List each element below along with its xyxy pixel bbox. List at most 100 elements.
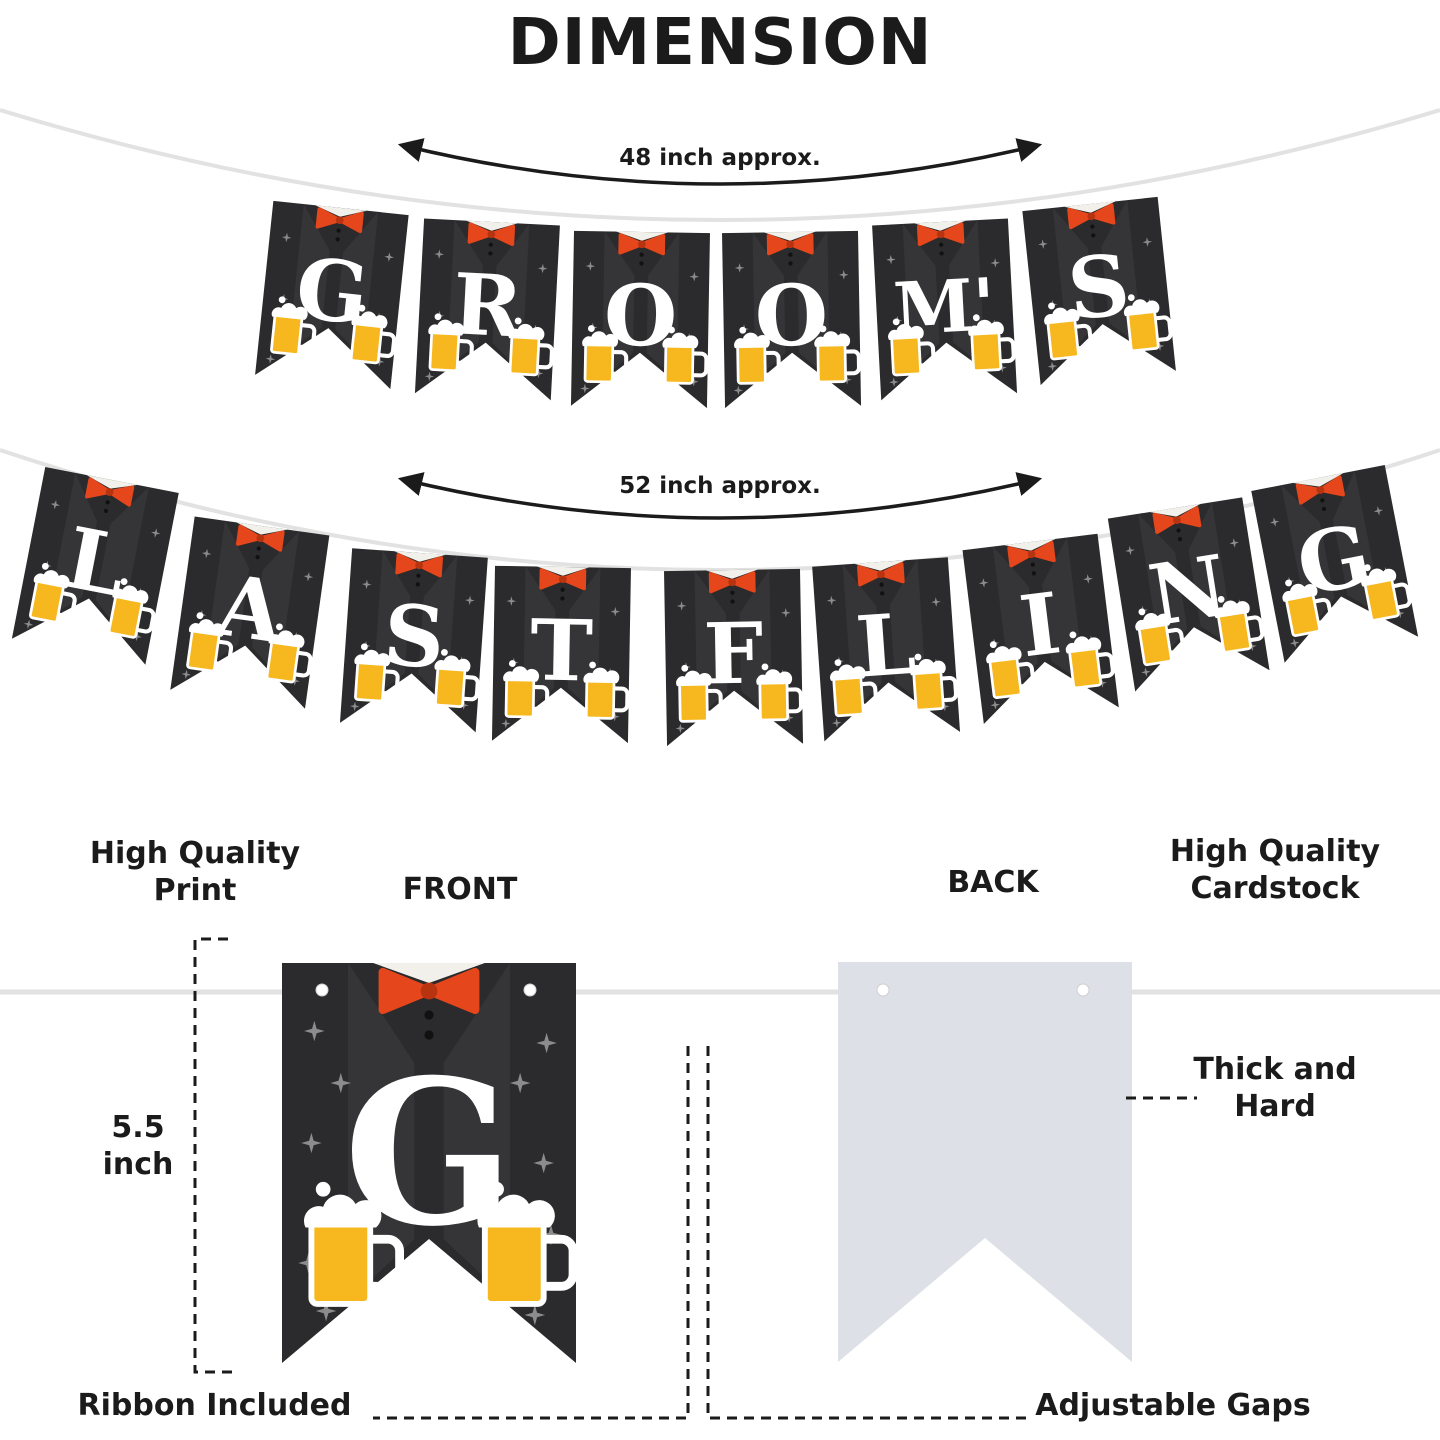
beer-mug-icon [1123,294,1173,353]
beer-mug-icon [1044,302,1093,361]
sparkle-icon [132,631,142,642]
pennant-card: T [491,565,631,744]
beer-mug-icon [1361,564,1412,622]
sparkle-icon [1142,237,1153,247]
sparkle-icon [1097,678,1107,688]
sparkle-icon [50,499,60,510]
bowtie-icon [856,562,905,587]
sparkle-icon [978,578,989,588]
pennant-card: R [414,218,560,401]
sparkle-icon [151,528,161,538]
gap-guide [373,1046,1197,1420]
beer-mug-icon [1214,595,1265,654]
bowtie-icon [395,553,444,578]
sparkle-icon [434,249,444,260]
beer-mug-icon [107,578,156,639]
sparkle-icon [524,1304,546,1326]
sparkle-icon [23,619,34,629]
sparkle-icon [610,606,621,617]
beer-mug-icon [676,664,723,723]
sparkle-icon [330,1072,352,1094]
sparkle-icon [676,601,687,611]
sparkle-icon [842,375,852,385]
page-title: DIMENSION [507,6,933,80]
bowtie-icon [766,233,814,256]
front-pennant: G [282,963,578,1363]
ribbon-hole [876,983,890,997]
sparkle-icon [361,579,372,590]
sparkle-icon [1395,608,1405,619]
sparkle-icon [839,270,849,280]
sparkle-icon [533,368,544,379]
gaps-label: Adjustable Gaps [1035,1388,1311,1423]
sparkle-icon [303,571,314,582]
beer-mug-icon [582,325,629,384]
beer-mug-icon [830,659,879,718]
sparkle-icon [689,376,699,387]
bowtie-icon [618,233,666,256]
sparkle-icon [831,718,842,728]
top-measurement-label: 48 inch approx. [619,145,821,171]
sparkle-icon [424,371,435,382]
beer-mug-icon [303,1181,405,1307]
pennant-card: A [170,516,330,709]
bowtie-icon [539,568,587,591]
bowtie-icon [467,222,516,247]
pennant-card: M' [872,218,1018,401]
beer-mug-icon [814,325,862,384]
beer-mug-icon [734,326,781,385]
sparkle-icon [506,596,517,606]
sparkle-icon [1269,517,1280,527]
bowtie-icon [315,207,364,234]
sparkle-icon [349,701,360,712]
beer-mug-icon [349,304,397,365]
sparkle-icon [784,713,794,723]
ribbon-hole [1076,983,1090,997]
ribbon-label: Ribbon Included [77,1388,352,1423]
beer-mug-icon [428,313,474,373]
beer-mug-icon [434,648,480,708]
pennant-card: O [722,230,862,409]
ribbon-hole [523,983,537,997]
beer-mug-icon [583,661,630,720]
pennant-card: N [1107,497,1270,692]
sparkle-icon [281,232,292,243]
back-label: BACK [947,865,1039,900]
beer-mug-icon [1135,608,1186,667]
sparkle-icon [315,1300,337,1322]
pennant-card: O [570,230,710,409]
beer-mug-icon [477,1181,578,1307]
pennant-letter: L [853,594,919,697]
pennant-card: F [664,568,804,747]
beer-mug-icon [186,612,234,673]
pennant-letter: T [529,600,593,700]
sparkle-icon [689,271,700,282]
pennant-letter: O [754,265,829,365]
beer-mug-icon [756,663,804,722]
sparkle-icon [537,263,548,274]
beer-mug-icon [270,296,317,356]
sparkle-icon [1083,574,1093,584]
beer-mug-icon [28,562,77,624]
sparkle-icon [1038,239,1048,249]
beer-mug-icon [354,643,400,703]
sparkle-icon [781,608,791,618]
beer-mug-icon [662,326,709,385]
sparkle-icon [1125,545,1135,556]
beer-mug-icon [503,660,550,719]
sparkle-icon [585,261,596,271]
sparkle-icon [465,595,475,606]
sparkle-icon [374,356,385,367]
sparkle-icon [997,362,1007,373]
beer-mug-icon [1282,579,1333,637]
sparkle-icon [509,1072,531,1094]
pennant-card: G [1251,465,1419,663]
beer-mug-icon [968,314,1016,373]
sparkle-icon [265,354,276,364]
sparkle-icon [384,252,394,262]
front-label: FRONT [402,872,518,907]
